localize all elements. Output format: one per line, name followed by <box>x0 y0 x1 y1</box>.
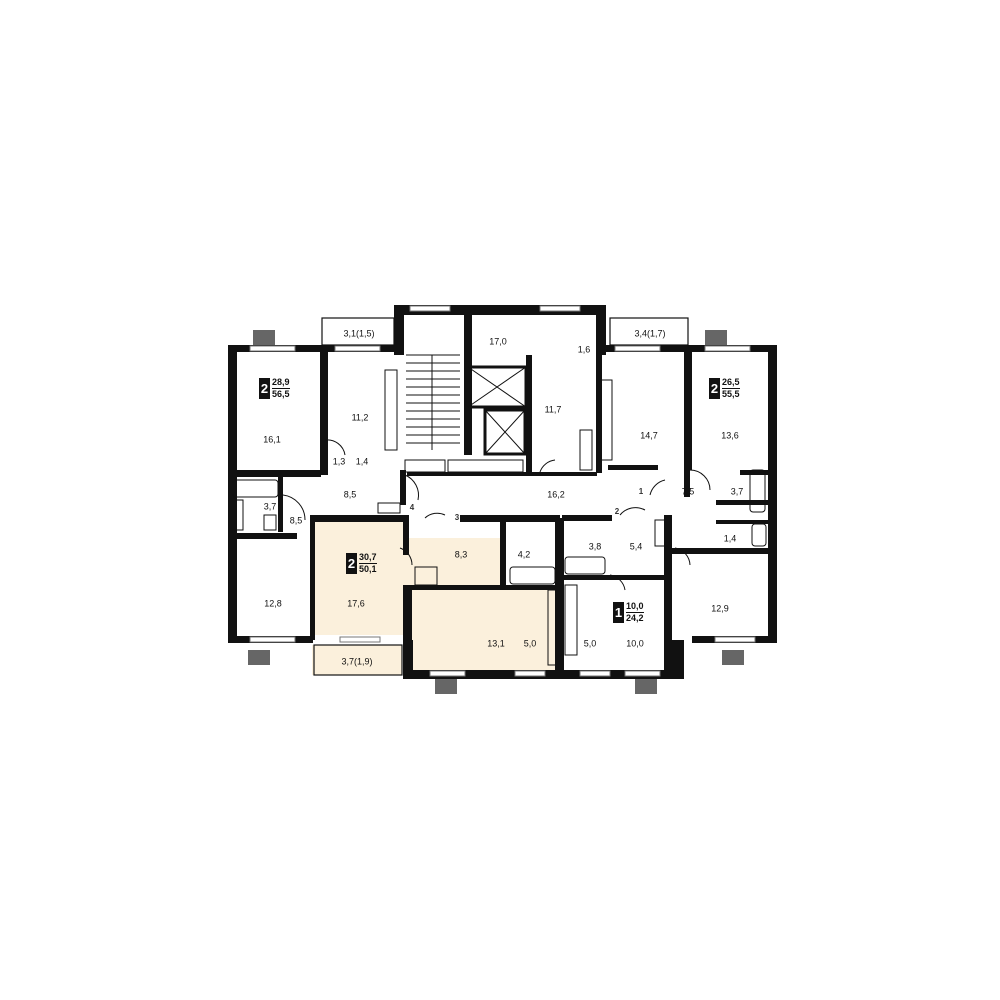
living-area: 30,7 <box>359 552 377 562</box>
stair <box>406 354 460 450</box>
apartment-badge-selected[interactable]: 2 30,7 50,1 <box>346 552 377 575</box>
selected-apartment-fill[interactable] <box>312 520 562 675</box>
balconies <box>313 317 689 676</box>
total-area: 50,1 <box>359 563 377 574</box>
total-area: 24,2 <box>626 612 644 623</box>
room-count: 2 <box>259 378 270 399</box>
room-count: 1 <box>613 602 624 623</box>
apartment-badge-northeast[interactable]: 2 26,5 55,5 <box>709 377 740 400</box>
door-swings <box>282 439 711 591</box>
total-area: 56,5 <box>272 388 290 399</box>
core <box>466 365 528 456</box>
fixtures <box>232 369 767 666</box>
apartment-badge-studio[interactable]: 1 10,0 24,2 <box>613 601 644 624</box>
vents <box>248 330 744 694</box>
windows <box>249 305 756 677</box>
apartment-badge-northwest[interactable]: 2 28,9 56,5 <box>259 377 290 400</box>
living-area: 10,0 <box>626 601 644 611</box>
room-count: 2 <box>346 553 357 574</box>
living-area: 28,9 <box>272 377 290 387</box>
living-area: 26,5 <box>722 377 740 387</box>
room-count: 2 <box>709 378 720 399</box>
total-area: 55,5 <box>722 388 740 399</box>
